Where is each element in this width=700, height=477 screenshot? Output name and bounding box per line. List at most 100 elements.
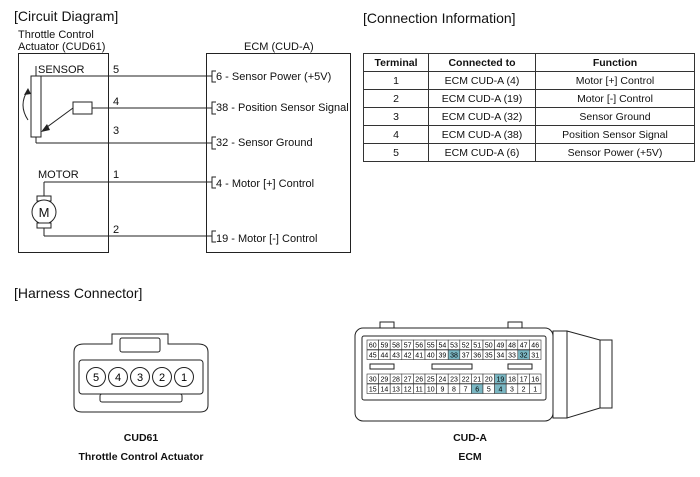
cuda-pin-label: 25 — [427, 377, 435, 384]
pin-number: 5 — [113, 64, 120, 76]
table-cell: 5 — [363, 143, 429, 162]
cud61-pin-label: 3 — [137, 372, 143, 384]
cuda-pin-label: 14 — [381, 387, 389, 394]
circuit-diagram-title: [Circuit Diagram] — [14, 8, 119, 24]
cuda-pin-label: 29 — [381, 377, 389, 384]
ecm-pin-label: 6 - Sensor Power (+5V) — [216, 71, 332, 83]
potentiometer-icon — [22, 66, 93, 138]
cuda-pin-label: 23 — [450, 377, 458, 384]
cuda-pin-label: 38 — [450, 353, 458, 360]
cuda-pin-label: 22 — [462, 377, 470, 384]
cud61-subcaption: Throttle Control Actuator — [78, 451, 204, 463]
cuda-pin-label: 47 — [520, 343, 528, 350]
cuda-pin-label: 16 — [531, 377, 539, 384]
cuda-pin-label: 42 — [404, 353, 412, 360]
table-header-cell: Terminal — [363, 53, 429, 72]
table-row: 1 ECM CUD-A (4) Motor [+] Control — [363, 71, 695, 90]
cuda-pin-label: 33 — [508, 353, 516, 360]
cuda-pin-label: 57 — [404, 343, 412, 350]
cuda-pin-label: 59 — [381, 343, 389, 350]
cuda-pin-label: 37 — [462, 353, 470, 360]
cuda-pin-label: 43 — [392, 353, 400, 360]
cuda-pin-label: 45 — [369, 353, 377, 360]
cuda-pin-label: 11 — [416, 387, 423, 394]
cuda-pin-label: 31 — [531, 353, 539, 360]
cud61-caption: CUD61 — [123, 432, 159, 444]
cuda-pin — [529, 383, 542, 394]
cuda-pin-label: 35 — [485, 353, 493, 360]
cuda-pin-label: 39 — [439, 353, 447, 360]
cuda-pin-label: 28 — [392, 377, 400, 384]
harness-connector-title: [Harness Connector] — [14, 285, 143, 301]
ecm-pin-label: 19 - Motor [-] Control — [216, 233, 318, 245]
cuda-pin-label: 34 — [497, 353, 505, 360]
pin-number: 2 — [113, 224, 120, 236]
cuda-pin-label: 44 — [381, 353, 389, 360]
motor-label: MOTOR — [38, 169, 79, 181]
cuda-pin-label: 40 — [427, 353, 435, 360]
cuda-subcaption: ECM — [458, 451, 482, 463]
cuda-pin-label: 26 — [415, 377, 423, 384]
cuda-pin-label: 49 — [497, 343, 505, 350]
actuator-label-line2: Actuator (CUD61) — [18, 41, 106, 53]
cud61-pin-label: 4 — [115, 372, 121, 384]
table-row: 5 ECM CUD-A (6) Sensor Power (+5V) — [363, 143, 695, 162]
cuda-pin-label: 54 — [439, 343, 447, 350]
cuda-pin-label: 12 — [404, 387, 412, 394]
cuda-pin-label: 56 — [415, 343, 423, 350]
cuda-pin-label: 10 — [427, 387, 435, 394]
cuda-pin-label: 50 — [485, 343, 493, 350]
cud61-pin — [108, 367, 128, 387]
pin-number: 1 — [113, 169, 120, 181]
cuda-pin-label: 5 — [487, 387, 491, 394]
table-header-row: Terminal Connected to Function — [363, 53, 695, 72]
table-cell: Sensor Power (+5V) — [535, 143, 695, 162]
connection-info-title: [Connection Information] — [363, 10, 516, 26]
table-cell: ECM CUD-A (6) — [428, 143, 536, 162]
sensor-label: SENSOR — [38, 64, 85, 76]
cuda-pin-label: 2 — [522, 387, 526, 394]
cuda-pin-label: 7 — [464, 387, 468, 394]
table-cell: Position Sensor Signal — [535, 125, 695, 144]
cuda-pin — [529, 373, 542, 384]
cuda-pin — [529, 349, 542, 360]
cuda-pin-label: 48 — [508, 343, 516, 350]
cuda-pin-label: 8 — [452, 387, 456, 394]
motor-symbol: M — [39, 205, 50, 220]
cuda-pin-label: 19 — [497, 377, 505, 384]
table-row: 2 ECM CUD-A (19) Motor [-] Control — [363, 89, 695, 108]
cuda-pin-label: 36 — [473, 353, 481, 360]
cuda-pin-label: 6 — [475, 387, 479, 394]
cuda-pin-label: 13 — [392, 387, 400, 394]
cuda-pin — [529, 339, 542, 350]
cuda-pin-label: 41 — [415, 353, 423, 360]
cuda-pin-label: 24 — [439, 377, 447, 384]
cuda-pin-label: 4 — [498, 387, 502, 394]
ecm-pin-label: 4 - Motor [+] Control — [216, 178, 315, 190]
cuda-pin-label: 46 — [531, 343, 539, 350]
ecm-pin-label: 32 - Sensor Ground — [216, 137, 313, 149]
ecm-pin-label: 38 - Position Sensor Signal — [216, 102, 349, 114]
actuator-box — [18, 53, 109, 253]
table-cell: Motor [-] Control — [535, 89, 695, 108]
cuda-pin-label: 9 — [440, 387, 444, 394]
pin-number: 3 — [113, 125, 120, 137]
table-header-cell: Function — [535, 53, 695, 72]
cud61-pin — [174, 367, 194, 387]
cuda-pin-label: 51 — [473, 343, 481, 350]
cud61-pin-label: 5 — [93, 372, 99, 384]
cud61-pin — [130, 367, 150, 387]
cuda-pin-label: 60 — [369, 343, 377, 350]
motor-icon: M — [31, 182, 57, 236]
cud61-pin — [86, 367, 106, 387]
cuda-pin-label: 21 — [473, 377, 481, 384]
cuda-pin-label: 55 — [427, 343, 435, 350]
cuda-pin-label: 58 — [392, 343, 400, 350]
cuda-pin-label: 18 — [508, 377, 516, 384]
cuda-pin-label: 3 — [510, 387, 514, 394]
cuda-pin-label: 20 — [485, 377, 493, 384]
connection-table: Terminal Connected to Function 1 ECM CUD… — [363, 53, 695, 162]
cuda-pin-label: 27 — [404, 377, 412, 384]
